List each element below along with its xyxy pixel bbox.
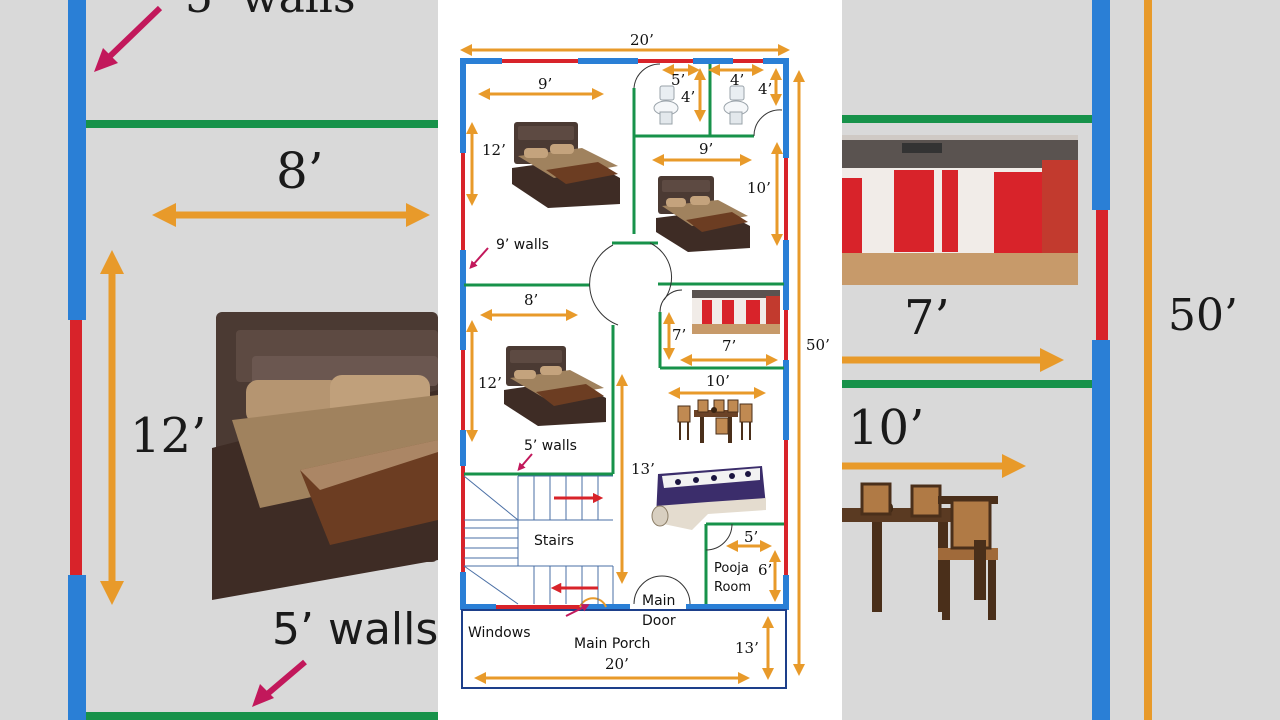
bed-icon	[656, 176, 750, 252]
porch-depth: 13’	[735, 639, 759, 657]
left-top-walls-text: 5’ walls	[185, 0, 356, 23]
bedroom-1-width: 9’	[538, 75, 552, 93]
stairs-label: Stairs	[534, 533, 574, 549]
left-room-width-text: 8’	[276, 142, 324, 200]
main-porch-outline	[461, 609, 787, 689]
inner-walls-note: 5’ walls	[524, 438, 577, 454]
kitchen-height: 7’	[672, 326, 686, 344]
walls-note-arrow-inner	[517, 453, 533, 472]
main-porch-label: Main Porch	[574, 636, 650, 652]
bed-zoom-illustration	[212, 312, 438, 600]
pooja-room-label-line1: Pooja	[714, 561, 749, 576]
toilet-2-height: 4’	[758, 80, 772, 98]
porch-width: 20’	[605, 655, 629, 673]
right-overall-height-text: 50’	[1168, 290, 1238, 341]
left-room-height-text: 12’	[130, 408, 206, 464]
walls-note-arrow-outer	[469, 247, 489, 269]
dining-table-icon	[677, 399, 753, 443]
bedroom-1-height: 12’	[482, 141, 506, 159]
main-door-label-line2: Door	[642, 613, 676, 629]
bed-icon	[512, 122, 620, 208]
toilet-icon	[723, 85, 749, 125]
main-door-label-line1: Main	[642, 593, 675, 609]
floor-plan: 20’ 50’ 9’ 12’ 5’ 4’ 4’ 4’ 9’ 10’ 9’ wal…	[438, 0, 842, 720]
partitions	[464, 64, 784, 604]
windows-label: Windows	[468, 625, 531, 641]
sofa-icon	[651, 466, 766, 530]
windows-note-arrow	[565, 604, 590, 617]
toilet-icon	[653, 85, 679, 125]
overall-length-label: 50’	[806, 336, 830, 354]
left-bottom-walls-text: 5’ walls	[272, 604, 438, 655]
dining-zoom-illustration	[842, 482, 998, 620]
bedroom-2-width: 9’	[699, 140, 713, 158]
toilet-1-height: 4’	[681, 88, 695, 106]
bedroom-2-height: 10’	[747, 179, 771, 197]
kitchen-width: 7’	[722, 337, 736, 355]
kitchen-zoom-illustration	[842, 135, 1078, 285]
outer-walls-note: 9’ walls	[496, 237, 549, 253]
hall-length: 13’	[631, 460, 655, 478]
bedroom-3-width: 8’	[524, 291, 538, 309]
dining-width: 10’	[706, 372, 730, 390]
right-zoom-panel: 7’ 50’ 10’	[842, 0, 1280, 720]
toilet-1-width: 5’	[671, 71, 685, 89]
pooja-height: 6’	[758, 561, 772, 579]
dimension-arrows	[466, 64, 783, 684]
toilet-2-width: 4’	[730, 71, 744, 89]
staircase	[463, 475, 614, 605]
pooja-width: 5’	[744, 528, 758, 546]
left-zoom-panel: 5’ walls 8’ 12’ 5’ walls	[0, 0, 438, 720]
pooja-room-label-line2: Room	[714, 580, 751, 595]
kitchen-icon	[692, 290, 780, 334]
bedroom-3-height: 12’	[478, 374, 502, 392]
overall-width-label: 20’	[630, 31, 654, 49]
outer-walls	[460, 58, 789, 610]
right-kitchen-width-text: 7’	[904, 290, 950, 346]
bed-icon	[504, 346, 606, 426]
right-dining-width-text: 10’	[848, 400, 924, 456]
